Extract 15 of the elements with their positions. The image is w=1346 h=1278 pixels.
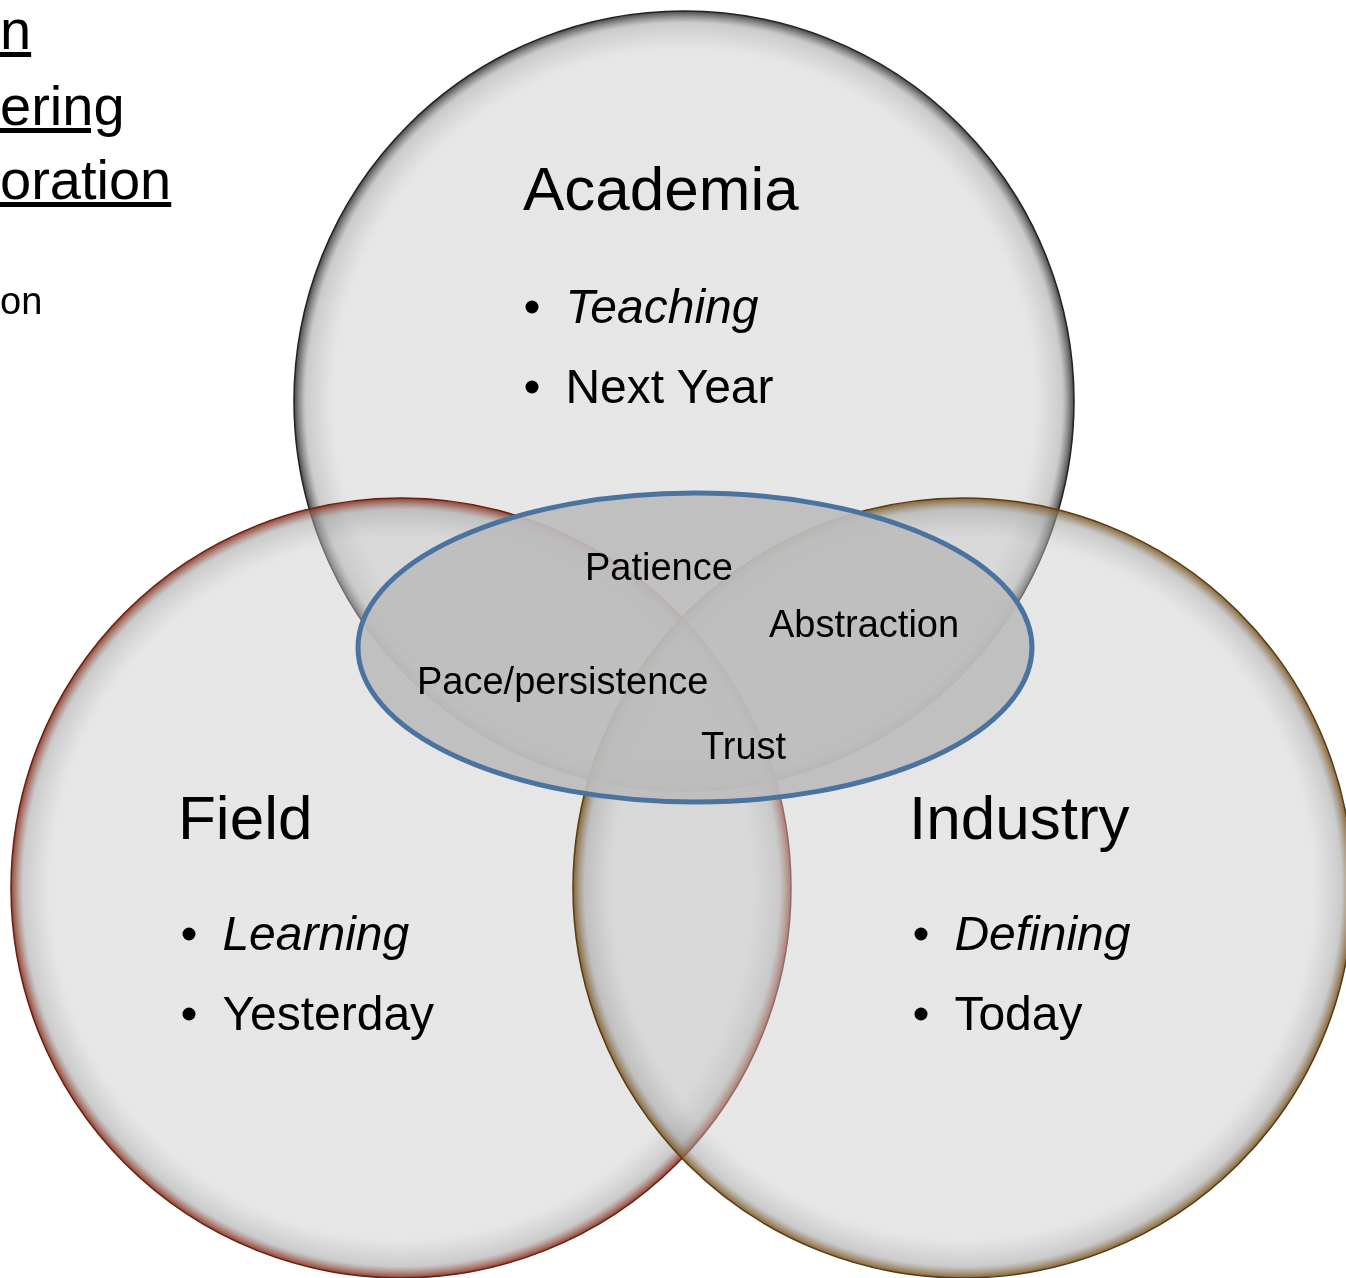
heading-fragment: on [0, 282, 43, 320]
bullet-item: Defining [954, 907, 1131, 961]
bullet-item: Learning [222, 907, 410, 961]
shared-trait-label: Trust [701, 727, 787, 765]
bullet-item: Yesterday [222, 987, 435, 1041]
heading-fragment: oration [0, 152, 172, 208]
shared-trait-label: Pace/persistence [417, 662, 709, 700]
shared-trait-label: Abstraction [769, 605, 960, 643]
bullet-item: Next Year [565, 360, 774, 414]
heading-fragment: n [0, 2, 32, 58]
bullet-item: Teaching [565, 280, 759, 334]
circle-heading: Academia [523, 158, 799, 220]
circle-heading: Field [178, 787, 313, 849]
shared-trait-label: Patience [585, 548, 733, 586]
bullet-item: Today [954, 987, 1083, 1041]
